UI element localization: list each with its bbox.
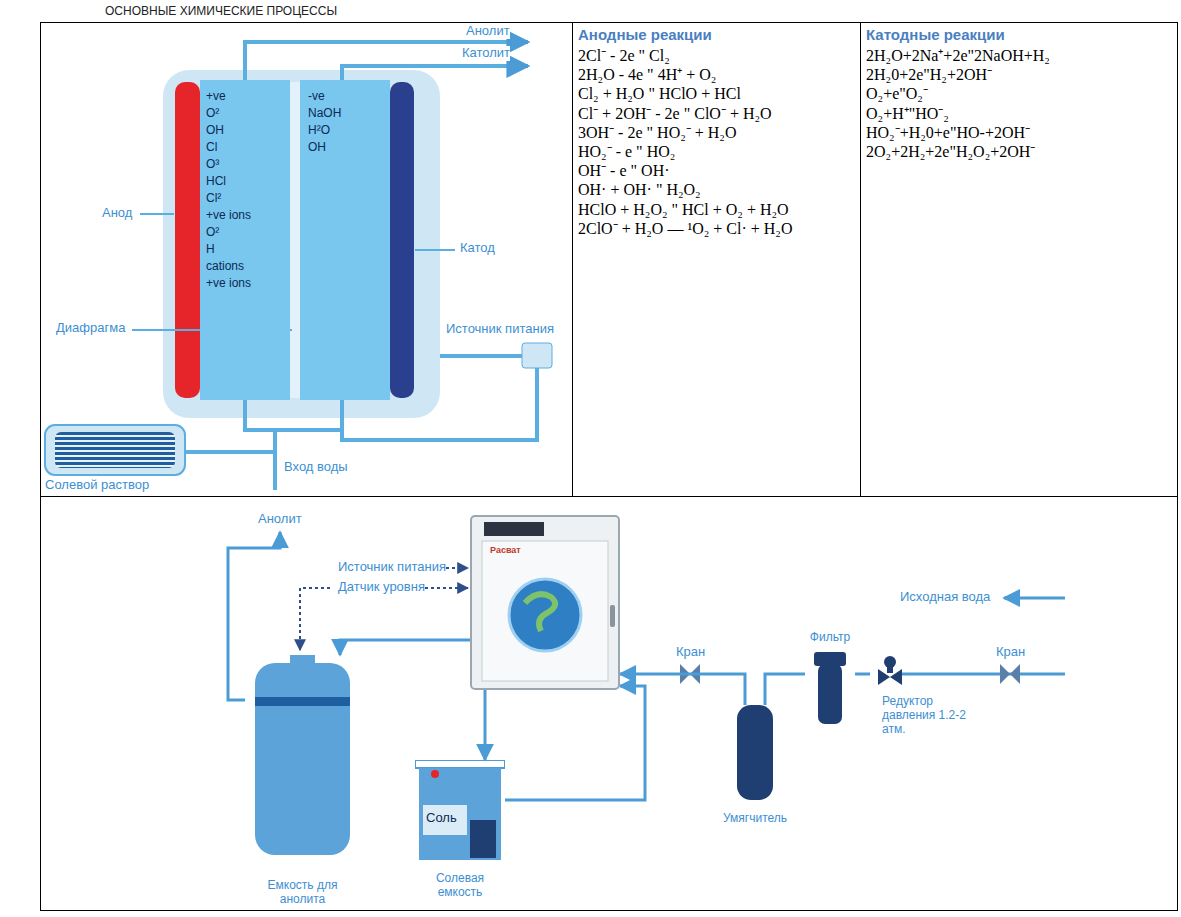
pressure-reducer: Редуктор давления 1.2-2 атм. (870, 655, 970, 740)
section-heading: Анодные реакции (578, 26, 856, 44)
text-label: Исходная вода (900, 590, 990, 605)
device-cabinet (470, 515, 620, 690)
pipe-connector (855, 673, 870, 676)
pipe-connector (340, 640, 470, 655)
node-text: OH (206, 122, 290, 139)
node-text: HO₂⁻ - e " HO₂ (578, 142, 856, 161)
node-text: 2H₂0+2e"H₂+2OH⁻ (866, 65, 1174, 84)
node-text: Cl (206, 139, 290, 156)
text-label: Катод (460, 241, 495, 256)
pressure-reducer (870, 655, 910, 693)
pipe-connector (765, 674, 805, 705)
text-label: Анолит (466, 24, 510, 39)
node-text: O² (206, 105, 290, 122)
node-text: 2ClO⁻ + H₂O — ¹O₂ + Cl· + H₂O (578, 219, 856, 238)
node-text: +ve (206, 88, 290, 105)
text-label: Анолит (258, 512, 302, 527)
signal-line (300, 568, 468, 650)
node-text: NaOH (308, 105, 390, 122)
text-label: Кран (996, 645, 1025, 660)
pipes (185, 42, 537, 490)
node-text: -ve (308, 88, 390, 105)
pipe-connector (505, 686, 645, 800)
anode-chamber: +veO²OHClO³HClCl²+ve ionsO²Hcations+ve i… (200, 80, 290, 400)
reaction-cell: Анодные реакции 2Cl⁻ - 2e " Cl₂2H₂O - 4e … (578, 26, 856, 492)
text-label: Анод (102, 206, 132, 221)
softener-cylinder (715, 705, 795, 801)
node-text: Расват (490, 545, 620, 555)
text-label: Диафрагма (56, 321, 125, 336)
salt-tank: СольСолевая емкость (415, 760, 505, 900)
node-text: OH⁻ - e " OH· (578, 161, 856, 180)
section-heading: Катодные реакции (866, 26, 1174, 44)
softener: Умягчитель (715, 705, 795, 825)
text-label: Вход воды (284, 460, 348, 475)
node-text: 2Cl⁻ - 2e " Cl₂ (578, 46, 856, 65)
text-label: Католит (462, 46, 510, 61)
table-grid (40, 22, 1178, 911)
text-label: Датчик уровня (338, 580, 425, 595)
node-text: Соль (415, 811, 505, 826)
electrolyzer (163, 70, 440, 418)
node-text: Cl₂ + H₂O " HClO + HCl (578, 84, 856, 103)
anolyte-tank: Емкость для анолита (245, 655, 360, 907)
text-label: Солевой раствор (45, 478, 149, 493)
node-text: +ve ions (206, 275, 290, 292)
node-text: 2H₂O+2Na⁺+2e"2NaOH+H₂ (866, 46, 1174, 65)
node-text: H (206, 241, 290, 258)
node-text: HClO + H₂O₂ " HCl + O₂ + H₂O (578, 200, 856, 219)
node-text: Редуктор давления 1.2-2 атм. (882, 695, 970, 736)
node-text: HCl (206, 173, 290, 190)
node-text: Умягчитель (715, 811, 795, 825)
pipe-connector (620, 674, 745, 705)
node-text: O₂+H⁺"HO⁻₂ (866, 104, 1174, 123)
pipe-connector (484, 690, 487, 760)
salt-solution-block (45, 425, 185, 475)
node-text: OH· + OH· " H₂O₂ (578, 180, 856, 199)
reaction-cell: Катодные реакции 2H₂O+2Na⁺+2e"2NaOH+H₂2H₂… (866, 26, 1174, 492)
node-text: H²O (308, 122, 390, 139)
cathode-chamber: -veNaOHH²OOH (300, 80, 390, 400)
anolyte-tank (245, 655, 360, 860)
text-label: Источник питания (338, 560, 446, 575)
node-text: O² (206, 224, 290, 241)
leader-line (132, 214, 455, 330)
text-label: Источник питания (446, 322, 554, 337)
filter: Фильтр (805, 630, 855, 730)
node-text: O³ (206, 156, 290, 173)
node-text: OH (308, 139, 390, 156)
text-label: Кран (676, 645, 705, 660)
node-text: HO₂⁻+H₂0+e"HO-+2OH⁻ (866, 123, 1174, 142)
node-text: Фильтр (805, 630, 855, 644)
node-text: cations (206, 258, 290, 275)
node-text: 2H₂O - 4e " 4H⁺ + O₂ (578, 65, 856, 84)
node-text: Солевая емкость (415, 872, 505, 900)
filter-housing (805, 652, 855, 727)
node-text: Cl⁻ + 2OH⁻ - 2e " ClO⁻ + H₂O (578, 104, 856, 123)
power-source-box (522, 343, 552, 368)
node-text: Емкость для анолита (245, 879, 360, 907)
title: ОСНОВНЫЕ ХИМИЧЕСКИЕ ПРОЦЕССЫ (105, 5, 337, 19)
node-text: 2O₂+2H₂+2e"H₂O₂+2OH⁻ (866, 142, 1174, 161)
electrolyzer-unit: Расват (470, 515, 620, 690)
node-text: +ve ions (206, 207, 290, 224)
node-text: Cl² (206, 190, 290, 207)
node-text: 3OH⁻ - 2e " HO₂⁻ + H₂O (578, 123, 856, 142)
node-text: O₂+e"O₂⁻ (866, 84, 1174, 103)
